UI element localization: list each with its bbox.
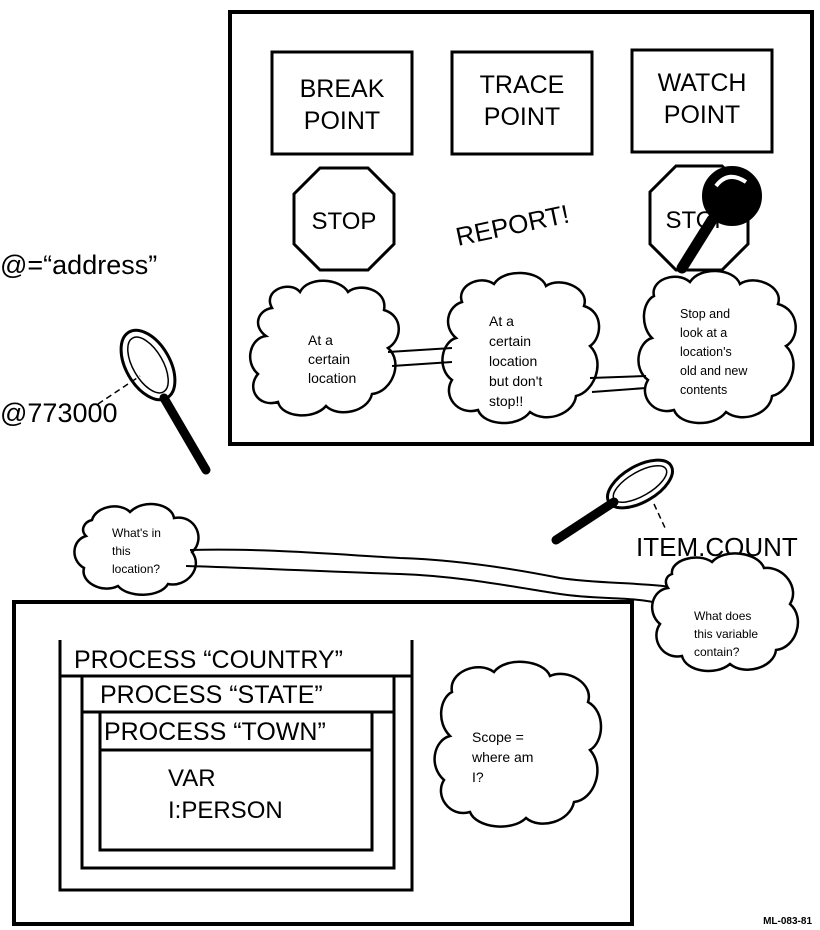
location-cloud-text: At a certain location (308, 332, 356, 386)
tracepoint-label-line1: TRACE (480, 71, 565, 99)
location-question-text: What's in this location? (112, 526, 164, 576)
trace-cloud-line5: stop!! (489, 393, 523, 409)
location-question-line1: What's in (112, 526, 161, 540)
watchpoint-label-line1: WATCH (658, 69, 747, 97)
scope-cloud-line2: where am (471, 749, 533, 765)
location-cloud-line1: At a (308, 332, 333, 348)
location-cloud-line3: location (308, 370, 356, 386)
watch-cloud-line2: look at a (680, 326, 727, 340)
variable-question-line1: What does (694, 609, 751, 623)
cloud-connector-2 (589, 375, 647, 393)
breakpoint-label-line2: POINT (304, 107, 380, 135)
watch-cloud-line4: old and new (680, 364, 748, 378)
var-keyword: VAR (168, 765, 216, 792)
watch-cloud-text: Stop and look at a location's old and ne… (680, 307, 751, 397)
trace-cloud-line2: certain (489, 333, 531, 349)
stop-sign-icon (292, 166, 396, 272)
trace-cloud-line4: but don't (489, 373, 542, 389)
location-question-cloud (73, 502, 200, 596)
variable-question-text: What does this variable contain? (694, 609, 761, 659)
magnifier-icon (676, 166, 762, 274)
variable-question-line3: contain? (694, 645, 740, 659)
address-value: @773000 (0, 398, 118, 428)
process-country-frame (58, 640, 414, 892)
trace-cloud-text: At a certain location but don't stop!! (489, 313, 546, 409)
variable-question-line2: this variable (694, 627, 758, 641)
scope-cloud (433, 660, 603, 828)
location-question-line3: location? (112, 562, 160, 576)
scope-cloud-text: Scope = where am I? (471, 729, 537, 785)
breakpoint-label-line1: BREAK (300, 75, 385, 103)
var-declaration: I:PERSON (168, 797, 283, 824)
figure-code: ML-083-81 (763, 916, 812, 927)
breakpoint-box (270, 50, 414, 156)
variable-magnifier-icon (551, 458, 674, 545)
process-country-label: PROCESS “COUNTRY” (74, 646, 343, 674)
location-cloud-line2: certain (308, 351, 350, 367)
address-label: @=“address” (0, 250, 157, 280)
location-cloud (248, 279, 400, 417)
scope-cloud-line1: Scope = (472, 729, 524, 745)
scope-cloud-line3: I? (472, 769, 484, 785)
process-town-label: PROCESS “TOWN” (104, 718, 326, 746)
trace-cloud-line1: At a (489, 313, 514, 329)
tracepoint-label-line2: POINT (484, 103, 560, 131)
watchpoint-box (630, 48, 774, 154)
watch-cloud-line5: contents (680, 383, 727, 397)
watchpoint-label-line2: POINT (664, 101, 740, 129)
address-magnifier-icon (97, 328, 211, 475)
watch-cloud-line3: location's (680, 345, 732, 359)
process-state-frame (80, 676, 396, 870)
process-state-label: PROCESS “STATE” (100, 681, 323, 709)
location-question-line2: this (112, 544, 131, 558)
trail-upper (189, 548, 681, 589)
trace-cloud (441, 271, 601, 425)
tracepoint-box (450, 50, 594, 156)
variable-question-cloud (650, 552, 800, 673)
process-town-frame (98, 712, 374, 852)
watch-cloud (637, 269, 797, 425)
stop-sign-label: STOP (312, 208, 377, 235)
trace-cloud-line3: location (489, 353, 537, 369)
cloud-connector-1 (387, 347, 453, 367)
trail-lower (185, 565, 663, 605)
watch-cloud-line1: Stop and (680, 307, 730, 321)
